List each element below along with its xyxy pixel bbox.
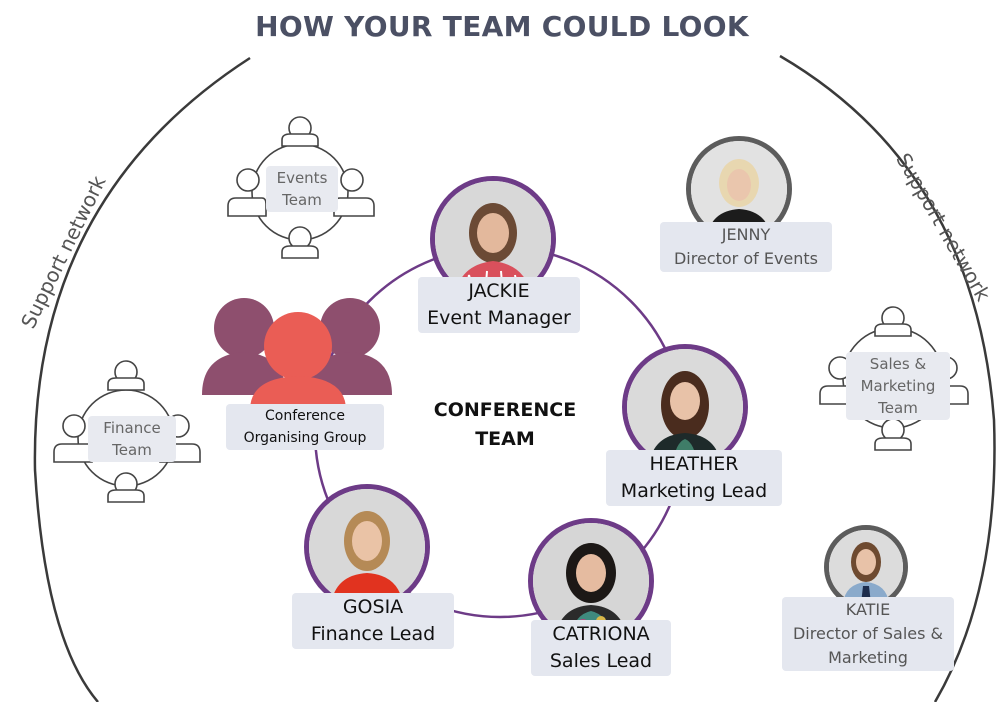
gosia-role: Finance Lead	[310, 623, 436, 645]
katie-photo	[829, 530, 903, 604]
conference-group-icon	[202, 298, 392, 410]
catriona-role: Sales Lead	[549, 650, 653, 672]
conference-team-label-line1: CONFERENCE	[433, 399, 577, 421]
conference-group-label-line2: Organising Group	[243, 430, 367, 446]
heather-photo	[627, 349, 743, 465]
support-arc-left	[33, 56, 251, 702]
events-team-label-line1: Events	[276, 169, 328, 187]
katie-avatar	[824, 525, 908, 609]
jenny-avatar	[686, 136, 792, 242]
jackie-name: JACKIE	[468, 280, 530, 302]
sales-marketing-team-label-line2: Marketing	[860, 377, 936, 395]
conference-team-label: CONFERENCE TEAM	[405, 396, 605, 454]
katie-role: Director of Sales &	[792, 624, 943, 643]
gosia-photo	[309, 489, 425, 605]
catriona-name: CATRIONA	[552, 623, 650, 645]
conference-team-label-line2: TEAM	[475, 428, 535, 450]
conference-group-label-line1: Conference	[264, 408, 345, 424]
events-team-label-line2: Team	[282, 191, 322, 209]
heather-avatar	[622, 344, 748, 470]
jenny-photo	[691, 141, 787, 237]
finance-team-label: Finance Team	[88, 416, 176, 462]
jenny-name: JENNY	[721, 225, 771, 244]
jackie-role: Event Manager	[427, 307, 571, 329]
jackie-label: JACKIE Event Manager	[418, 277, 580, 333]
gosia-label: GOSIA Finance Lead	[292, 593, 454, 649]
catriona-label: CATRIONA Sales Lead	[531, 620, 671, 676]
conference-group-label: Conference Organising Group	[226, 404, 384, 450]
finance-team-label-line2: Team	[112, 441, 152, 459]
heather-label: HEATHER Marketing Lead	[606, 450, 782, 506]
jenny-label: JENNY Director of Events	[660, 222, 832, 272]
sales-marketing-team-label-line3: Team	[878, 399, 918, 417]
katie-name: KATIE	[845, 600, 891, 619]
jenny-role: Director of Events	[673, 249, 819, 268]
sales-marketing-team-label-line1: Sales &	[869, 355, 927, 373]
gosia-name: GOSIA	[342, 596, 404, 618]
heather-name: HEATHER	[649, 453, 739, 475]
support-arc-right	[779, 54, 996, 702]
finance-team-label-line1: Finance	[103, 419, 161, 437]
heather-role: Marketing Lead	[620, 480, 768, 502]
sales-marketing-team-label: Sales & Marketing Team	[846, 352, 950, 420]
gosia-avatar	[304, 484, 430, 610]
katie-label: KATIE Director of Sales & Marketing	[782, 597, 954, 671]
page-title: HOW YOUR TEAM COULD LOOK	[255, 10, 749, 43]
katie-role-line2: Marketing	[828, 648, 908, 667]
events-team-label: Events Team	[266, 166, 338, 212]
